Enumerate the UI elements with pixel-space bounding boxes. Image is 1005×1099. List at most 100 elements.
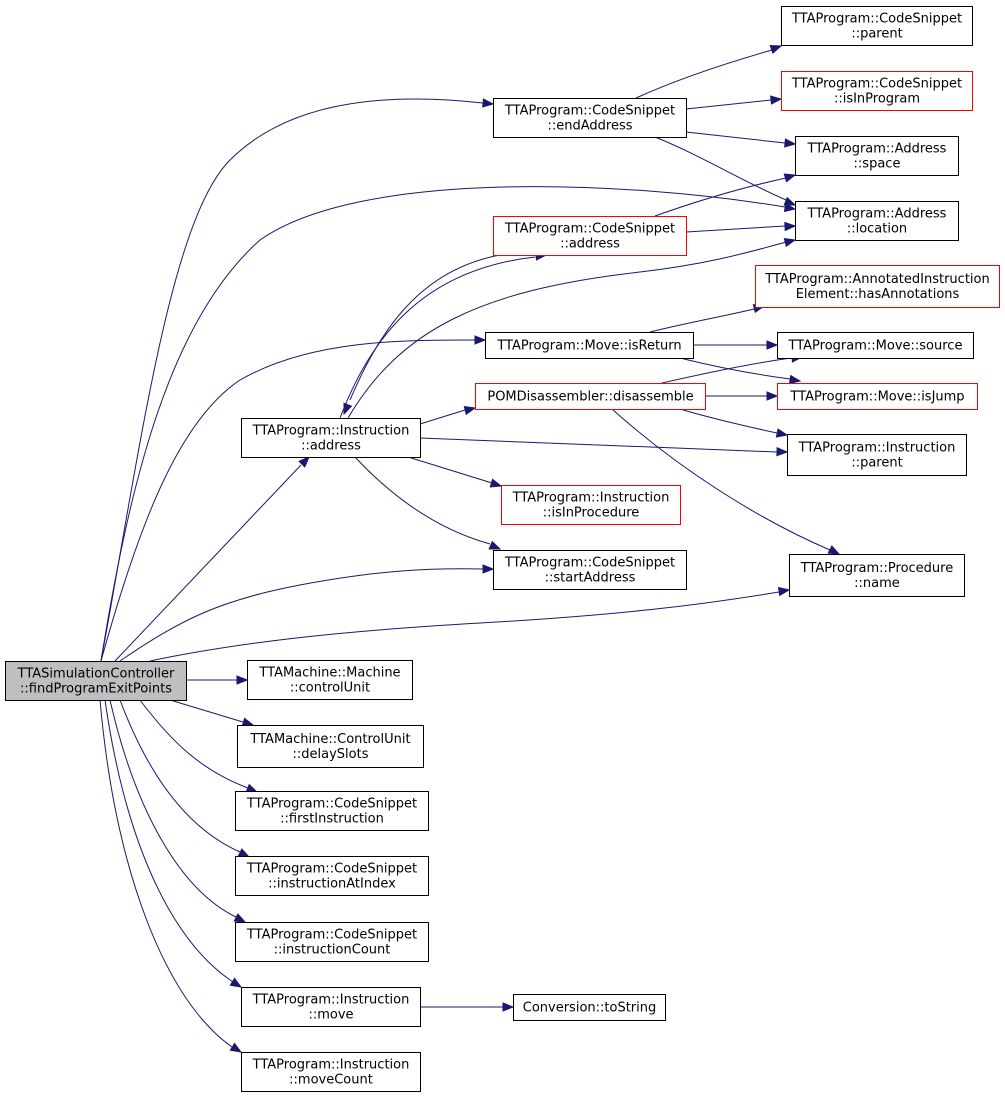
node-box[interactable] (777, 383, 978, 410)
node-addr_space[interactable]: TTAProgram::Address::space (795, 136, 959, 176)
arrowhead-icon (784, 138, 797, 148)
node-box[interactable] (493, 216, 687, 256)
node-label-line: TTAProgram::CodeSnippet (791, 77, 962, 92)
node-label-line: ::address (301, 439, 361, 454)
node-addr_location[interactable]: TTAProgram::Address::location (795, 201, 959, 241)
node-cs_parent[interactable]: TTAProgram::CodeSnippet::parent (781, 6, 973, 46)
edge-cs_endAddress-to-cs_parent (635, 44, 783, 99)
arrowhead-icon (770, 95, 783, 105)
node-box[interactable] (795, 201, 959, 241)
arrowhead-icon (775, 428, 789, 438)
arrowhead-icon (298, 456, 310, 468)
node-box[interactable] (5, 661, 187, 701)
node-box[interactable] (781, 71, 973, 111)
node-box[interactable] (789, 554, 965, 597)
node-label-line: ::parent (851, 27, 902, 42)
node-box[interactable] (235, 856, 429, 896)
node-label-line: ::controlUnit (290, 681, 370, 696)
edge-line (119, 568, 484, 662)
node-instr_move[interactable]: TTAProgram::Instruction::move (241, 987, 421, 1027)
edge-line (347, 241, 787, 419)
node-box[interactable] (781, 6, 973, 46)
node-cs_instructionCount[interactable]: TTAProgram::CodeSnippet::instructionCoun… (235, 922, 429, 962)
node-label-line: TTAProgram::CodeSnippet (791, 12, 962, 27)
node-cu_delaySlots[interactable]: TTAMachine::ControlUnit::delaySlots (237, 725, 424, 768)
edge-line (114, 464, 302, 662)
node-instr_address[interactable]: TTAProgram::Instruction::address (241, 418, 421, 458)
edge-root-to-addr_location (100, 186, 797, 662)
edge-root-to-cs_endAddress (100, 98, 495, 662)
edge-root-to-instr_address (114, 456, 310, 662)
edge-pom_disassemble-to-proc_name (611, 408, 841, 555)
edge-line (139, 699, 249, 789)
node-cs_instructionAtIndex[interactable]: TTAProgram::CodeSnippet::instructionAtIn… (235, 856, 429, 896)
node-box[interactable] (787, 434, 967, 476)
node-cs_firstInstruction[interactable]: TTAProgram::CodeSnippet::firstInstructio… (235, 791, 429, 831)
node-box[interactable] (247, 660, 413, 700)
node-label-line: TTAProgram::Instruction (798, 441, 956, 456)
node-proc_name[interactable]: TTAProgram::Procedure::name (789, 554, 965, 597)
node-box[interactable] (241, 987, 421, 1027)
node-conv_toString[interactable]: Conversion::toString (513, 994, 666, 1021)
node-cs_endAddress[interactable]: TTAProgram::CodeSnippet::endAddress (493, 98, 687, 138)
edge-line (100, 186, 786, 662)
node-box[interactable] (485, 332, 694, 359)
node-root[interactable]: TTASimulationController::findProgramExit… (5, 661, 187, 701)
node-cs_startAddress[interactable]: TTAProgram::CodeSnippet::startAddress (493, 550, 687, 590)
node-box[interactable] (755, 265, 1000, 308)
edge-line (685, 225, 786, 233)
edge-line (109, 699, 237, 918)
node-move_isJump[interactable]: TTAProgram::Move::isJump (777, 383, 978, 410)
node-box[interactable] (493, 98, 687, 138)
arrowhead-icon (827, 545, 841, 555)
node-box[interactable] (235, 922, 429, 962)
node-move_source[interactable]: TTAProgram::Move::source (777, 332, 974, 359)
edge-pom_disassemble-to-move_isJump (705, 391, 779, 401)
node-box[interactable] (501, 485, 681, 525)
edge-root-to-instr_moveCount (99, 699, 243, 1053)
node-box[interactable] (513, 994, 666, 1021)
node-instr_parent[interactable]: TTAProgram::Instruction::parent (787, 434, 967, 476)
node-cs_isInProgram[interactable]: TTAProgram::CodeSnippet::isInProgram (781, 71, 973, 111)
node-label-line: ::instructionCount (274, 943, 391, 958)
edge-line (611, 408, 831, 551)
arrowhead-icon (237, 848, 251, 858)
node-instr_moveCount[interactable]: TTAProgram::Instruction::moveCount (241, 1052, 421, 1092)
node-label-line: ::firstInstruction (280, 812, 384, 827)
edge-cs_address-to-addr_space (654, 173, 797, 217)
arrowhead-icon (776, 446, 789, 457)
edge-root-to-cu_delaySlots (169, 699, 255, 727)
edge-line (679, 357, 791, 380)
node-label-line: ::startAddress (545, 571, 636, 586)
node-label-line: POMDisassembler::disassemble (487, 390, 693, 405)
node-box[interactable] (795, 136, 959, 176)
edge-line (169, 699, 244, 723)
node-box[interactable] (777, 332, 974, 359)
node-label-line: TTAProgram::CodeSnippet (504, 556, 675, 571)
node-annot_has[interactable]: TTAProgram::AnnotatedInstructionElement:… (755, 265, 1000, 308)
arrowhead-icon (783, 202, 797, 213)
edge-move_isReturn-to-move_source (693, 340, 779, 350)
node-box[interactable] (241, 1052, 421, 1092)
node-box[interactable] (241, 418, 421, 458)
edge-line (119, 699, 241, 853)
arrowhead-icon (236, 675, 249, 685)
node-box[interactable] (475, 383, 706, 410)
node-move_isReturn[interactable]: TTAProgram::Move::isReturn (485, 332, 694, 359)
node-label-line: ::parent (851, 456, 902, 471)
node-label-line: TTAProgram::Instruction (252, 1058, 410, 1073)
arrowhead-icon (502, 1002, 515, 1012)
node-box[interactable] (237, 725, 424, 768)
node-label-line: TTAProgram::Instruction (512, 491, 670, 506)
node-label-line: ::name (854, 576, 900, 591)
edge-root-to-proc_name (149, 586, 791, 662)
node-box[interactable] (493, 550, 687, 590)
node-instr_isInProcedure[interactable]: TTAProgram::Instruction::isInProcedure (501, 485, 681, 525)
node-label-line: Conversion::toString (523, 1001, 657, 1016)
arrowhead-icon (229, 977, 243, 988)
node-box[interactable] (235, 791, 429, 831)
node-pom_disassemble[interactable]: POMDisassembler::disassemble (475, 383, 706, 410)
node-mach_controlUnit[interactable]: TTAMachine::Machine::controlUnit (247, 660, 413, 700)
edge-move_isReturn-to-annot_has (649, 303, 766, 333)
node-cs_address[interactable]: TTAProgram::CodeSnippet::address (493, 216, 687, 256)
